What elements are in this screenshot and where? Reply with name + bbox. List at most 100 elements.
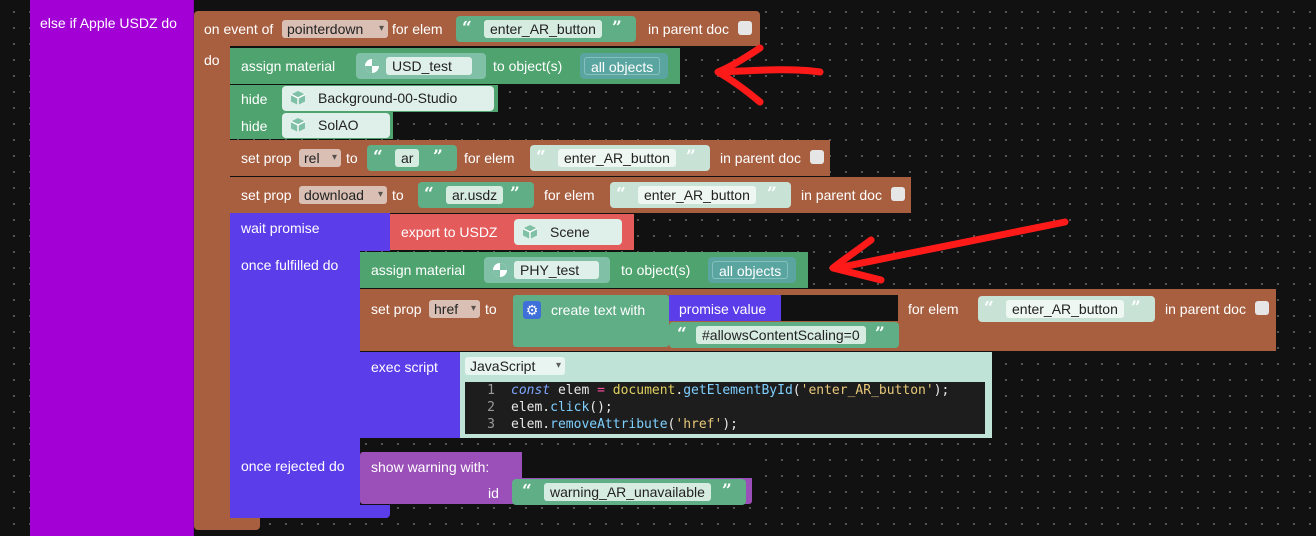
code-text: elem.removeAttribute('href');: [511, 417, 738, 432]
once-rejected-label: once rejected do: [241, 458, 345, 474]
objects-chip[interactable]: all objects: [580, 53, 668, 79]
event-do-spine: [194, 46, 230, 520]
to-label: to: [392, 187, 404, 203]
code-line: 2 elem.click();: [465, 400, 985, 417]
set-prop-label: set prop: [371, 301, 422, 317]
hide-object-field[interactable]: Background-00-Studio: [318, 90, 458, 106]
assign-material-label: assign material: [371, 262, 466, 278]
elem-text-chip[interactable]: “ enter_AR_button ”: [610, 182, 791, 208]
elem-text-field[interactable]: enter_AR_button: [638, 186, 756, 204]
hide-label: hide: [241, 118, 268, 134]
material-sphere-icon: [493, 263, 507, 277]
event-dropdown[interactable]: pointerdown: [282, 20, 388, 38]
objects-chip[interactable]: all objects: [708, 257, 796, 283]
value-text-field[interactable]: ar.usdz: [446, 186, 504, 204]
assign-material-label: assign material: [241, 58, 336, 74]
else-if-block[interactable]: else if Apple USDZ do: [30, 0, 194, 536]
exec-script-label: exec script: [371, 359, 438, 375]
elem-text-chip[interactable]: “ enter_AR_button ”: [456, 16, 636, 42]
elem-text-field[interactable]: enter_AR_button: [484, 20, 602, 38]
set-prop-label: set prop: [241, 150, 292, 166]
in-parent-doc-checkbox[interactable]: [1255, 301, 1269, 315]
do-label: do: [204, 52, 220, 68]
hide-block[interactable]: hide Background-00-Studio: [230, 85, 498, 112]
gear-icon[interactable]: ⚙: [523, 301, 541, 319]
text-value-chip[interactable]: “ #allowsContentScaling=0 ”: [669, 322, 899, 348]
warning-slot: [522, 452, 752, 478]
wait-promise-header-ext: [360, 213, 390, 251]
in-parent-doc-checkbox[interactable]: [810, 150, 824, 164]
material-sphere-icon: [365, 59, 379, 73]
event-block-footer: [194, 516, 260, 530]
object-cube-icon: [522, 225, 538, 239]
export-object-chip[interactable]: Scene: [514, 219, 622, 245]
in-parent-doc-label: in parent doc: [1165, 301, 1246, 317]
wait-promise-footer: [230, 505, 390, 518]
code-line: 1 const elem = document.getElementById('…: [465, 383, 985, 400]
warning-id-field[interactable]: warning_AR_unavailable: [544, 483, 711, 501]
code-text: elem.click();: [511, 400, 613, 415]
hide-object-field[interactable]: SolAO: [318, 117, 359, 133]
wait-promise-block[interactable]: wait promise once fulfilled do once reje…: [230, 213, 360, 518]
material-chip[interactable]: USD_test: [356, 53, 486, 79]
elem-text-field[interactable]: enter_AR_button: [1006, 300, 1124, 318]
once-fulfilled-label: once fulfilled do: [241, 257, 339, 273]
prop-dropdown[interactable]: href: [429, 300, 480, 318]
set-prop-block[interactable]: set prop rel to “ ar ” for elem “ enter_…: [230, 140, 830, 176]
value-text-chip[interactable]: “ ar ”: [367, 145, 457, 171]
arrow-annotation: [829, 218, 1069, 284]
value-text-field[interactable]: ar: [395, 149, 420, 167]
code-editor[interactable]: 1 const elem = document.getElementById('…: [465, 382, 985, 434]
exec-script-panel: JavaScript 1 const elem = document.getEl…: [460, 352, 992, 438]
material-dropdown[interactable]: USD_test: [386, 57, 472, 75]
else-if-label: else if Apple USDZ do: [40, 15, 177, 31]
export-object-field[interactable]: Scene: [550, 224, 590, 240]
to-label: to: [485, 301, 497, 317]
promise-value-block[interactable]: promise value: [669, 295, 781, 321]
code-line: 3 elem.removeAttribute('href');: [465, 417, 985, 434]
id-label: id: [488, 485, 499, 501]
prop-dropdown[interactable]: download: [299, 186, 387, 204]
wait-promise-label: wait promise: [241, 220, 320, 236]
objects-field[interactable]: all objects: [712, 261, 789, 279]
arrow-annotation: [714, 44, 824, 106]
create-text-label: create text with: [551, 302, 646, 318]
in-parent-doc-label: in parent doc: [648, 21, 729, 37]
hide-object-chip[interactable]: SolAO: [282, 113, 390, 138]
elem-text-field[interactable]: enter_AR_button: [558, 149, 676, 167]
hide-block[interactable]: hide SolAO: [230, 112, 393, 139]
object-cube-icon: [290, 91, 306, 105]
elem-text-chip[interactable]: “ enter_AR_button ”: [978, 296, 1155, 322]
to-label: to: [346, 150, 358, 166]
code-text: const elem = document.getElementById('en…: [511, 383, 950, 398]
show-warning-label: show warning with:: [371, 459, 490, 475]
prop-dropdown[interactable]: rel: [299, 149, 341, 167]
material-chip[interactable]: PHY_test: [484, 257, 610, 283]
line-number: 2: [487, 400, 495, 415]
export-usdz-block[interactable]: export to USDZ Scene: [390, 214, 634, 250]
event-block[interactable]: on event of pointerdown for elem “ enter…: [194, 11, 760, 46]
set-prop-label: set prop: [241, 187, 292, 203]
for-elem-label: for elem: [544, 187, 595, 203]
for-elem-label: for elem: [392, 21, 443, 37]
elem-text-chip[interactable]: “ enter_AR_button ”: [530, 145, 710, 171]
language-dropdown[interactable]: JavaScript: [465, 357, 565, 375]
material-dropdown[interactable]: PHY_test: [514, 261, 600, 279]
warning-id-chip[interactable]: “ warning_AR_unavailable ”: [512, 479, 746, 505]
in-parent-doc-label: in parent doc: [720, 150, 801, 166]
hide-object-chip[interactable]: Background-00-Studio: [282, 86, 494, 111]
create-text-block[interactable]: ⚙ create text with: [513, 295, 669, 347]
export-usdz-label: export to USDZ: [401, 224, 498, 240]
text-value-field[interactable]: #allowsContentScaling=0: [696, 326, 866, 344]
in-parent-doc-checkbox[interactable]: [738, 21, 752, 35]
set-prop-block[interactable]: set prop download to “ ar.usdz ” for ele…: [230, 177, 911, 213]
assign-material-block[interactable]: assign material PHY_test to object(s) al…: [360, 252, 808, 288]
promise-value-label: promise value: [679, 301, 767, 317]
object-cube-icon: [290, 118, 306, 132]
in-parent-doc-checkbox[interactable]: [891, 187, 905, 201]
objects-field[interactable]: all objects: [584, 57, 661, 75]
value-text-chip[interactable]: “ ar.usdz ”: [418, 182, 534, 208]
assign-material-block[interactable]: assign material USD_test to object(s) al…: [230, 48, 680, 84]
line-number: 3: [487, 417, 495, 432]
hide-label: hide: [241, 91, 268, 107]
